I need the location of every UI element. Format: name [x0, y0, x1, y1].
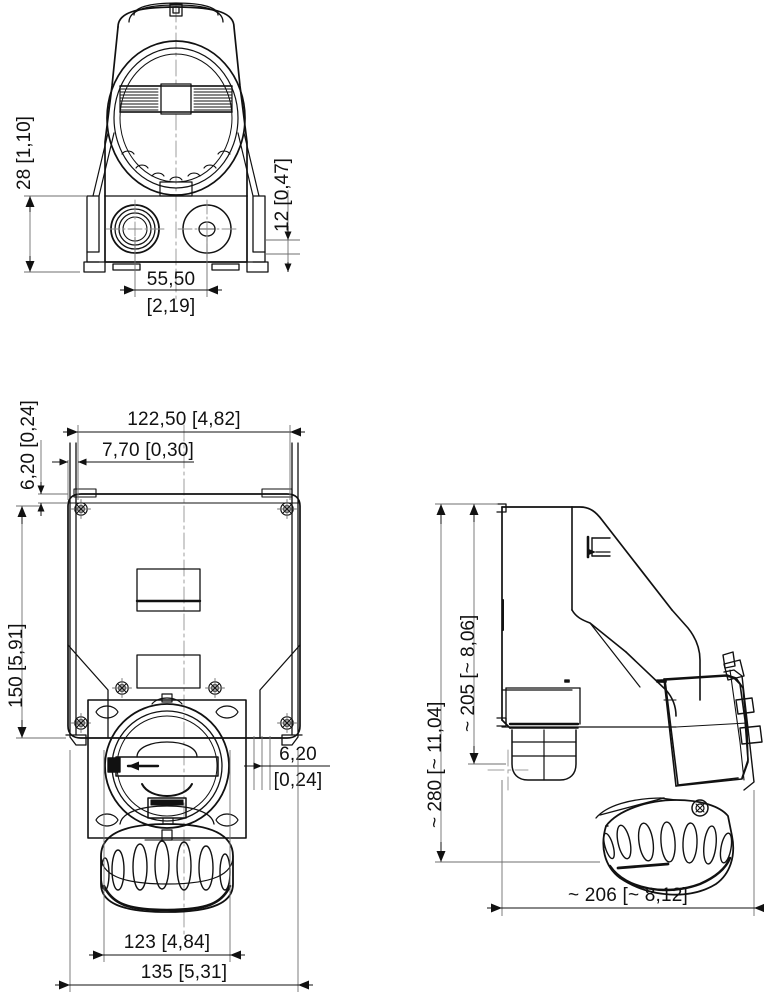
dim-side-205: ~ 205 [~ 8,06] [458, 503, 506, 765]
dim-top-5550: 55,50 [2,19] [120, 237, 222, 317]
dim-label-side-280: ~ 280 [~ 11,04] [425, 702, 446, 828]
side-cable-gland [487, 687, 581, 791]
top-bracket-rails [92, 132, 260, 197]
front-knurled-cap [100, 797, 234, 913]
dim-label-front-135: 135 [5,31] [141, 962, 228, 983]
front-shoulder-lines [67, 644, 301, 739]
dim-front-770: 7,70 [0,30] [52, 440, 194, 500]
top-knurl-bumps [121, 150, 231, 181]
side-cap-neck [599, 797, 665, 827]
dim-label-top-5550-inch: [2,19] [147, 296, 196, 317]
dim-label-front-620-top: 6,20 [0,24] [18, 400, 39, 490]
dim-top-28: 28 [1,10] [14, 116, 86, 273]
side-knurled-cap [595, 797, 735, 896]
side-hinge-latch [722, 651, 763, 791]
dim-label-front-12250: 122,50 [4,82] [127, 409, 241, 430]
dim-label-top-28: 28 [1,10] [14, 116, 35, 190]
front-label-plate-lower [136, 654, 201, 689]
front-socket-assembly [87, 693, 247, 841]
view-front [65, 424, 303, 936]
dim-label-front-123: 123 [4,84] [124, 932, 211, 953]
dim-front-150: 150 [5,91] [6, 505, 66, 739]
dim-label-side-206: ~ 206 [~ 8,12] [568, 885, 688, 906]
side-latch-marker [586, 535, 611, 559]
top-enclosure-body [104, 195, 248, 263]
dim-side-206: ~ 206 [~ 8,12] [487, 780, 764, 916]
dim-front-620-top: 6,20 [0,24] [18, 400, 68, 516]
view-side [487, 503, 763, 896]
dim-top-12: 12 [0,47] [266, 158, 300, 272]
dim-label-front-770: 7,70 [0,30] [102, 440, 194, 461]
dim-label-top-12: 12 [0,47] [272, 158, 293, 232]
dim-front-135: 135 [5,31] [55, 750, 313, 992]
side-pivot-screw [691, 799, 709, 817]
top-handle-band [119, 83, 233, 115]
dim-label-top-5550: 55,50 [147, 269, 196, 290]
view-top [83, 2, 269, 301]
side-view-dimensions: ~ 280 [~ 11,04] ~ 205 [~ 8,06] ~ 206 [~ … [425, 503, 764, 916]
dim-front-12250: 122,50 [4,82] [63, 409, 305, 500]
top-mounting-brackets [83, 195, 269, 273]
dim-label-front-150: 150 [5,91] [6, 623, 27, 708]
dim-label-side-205: ~ 205 [~ 8,06] [458, 615, 479, 732]
side-socket-shell [501, 609, 701, 728]
front-label-plate-upper [135, 568, 202, 612]
side-cap-flutes [603, 821, 733, 865]
top-view-dimensions: 28 [1,10] 12 [0,47] 55,50 [2,19] [14, 116, 300, 317]
dim-front-123: 123 [4,84] [89, 750, 245, 962]
front-view-dimensions: 122,50 [4,82] 7,70 [0,30] 6,20 [0,24] [6, 400, 330, 992]
front-mounting-wings [65, 442, 303, 746]
top-lid-cap [128, 2, 224, 23]
